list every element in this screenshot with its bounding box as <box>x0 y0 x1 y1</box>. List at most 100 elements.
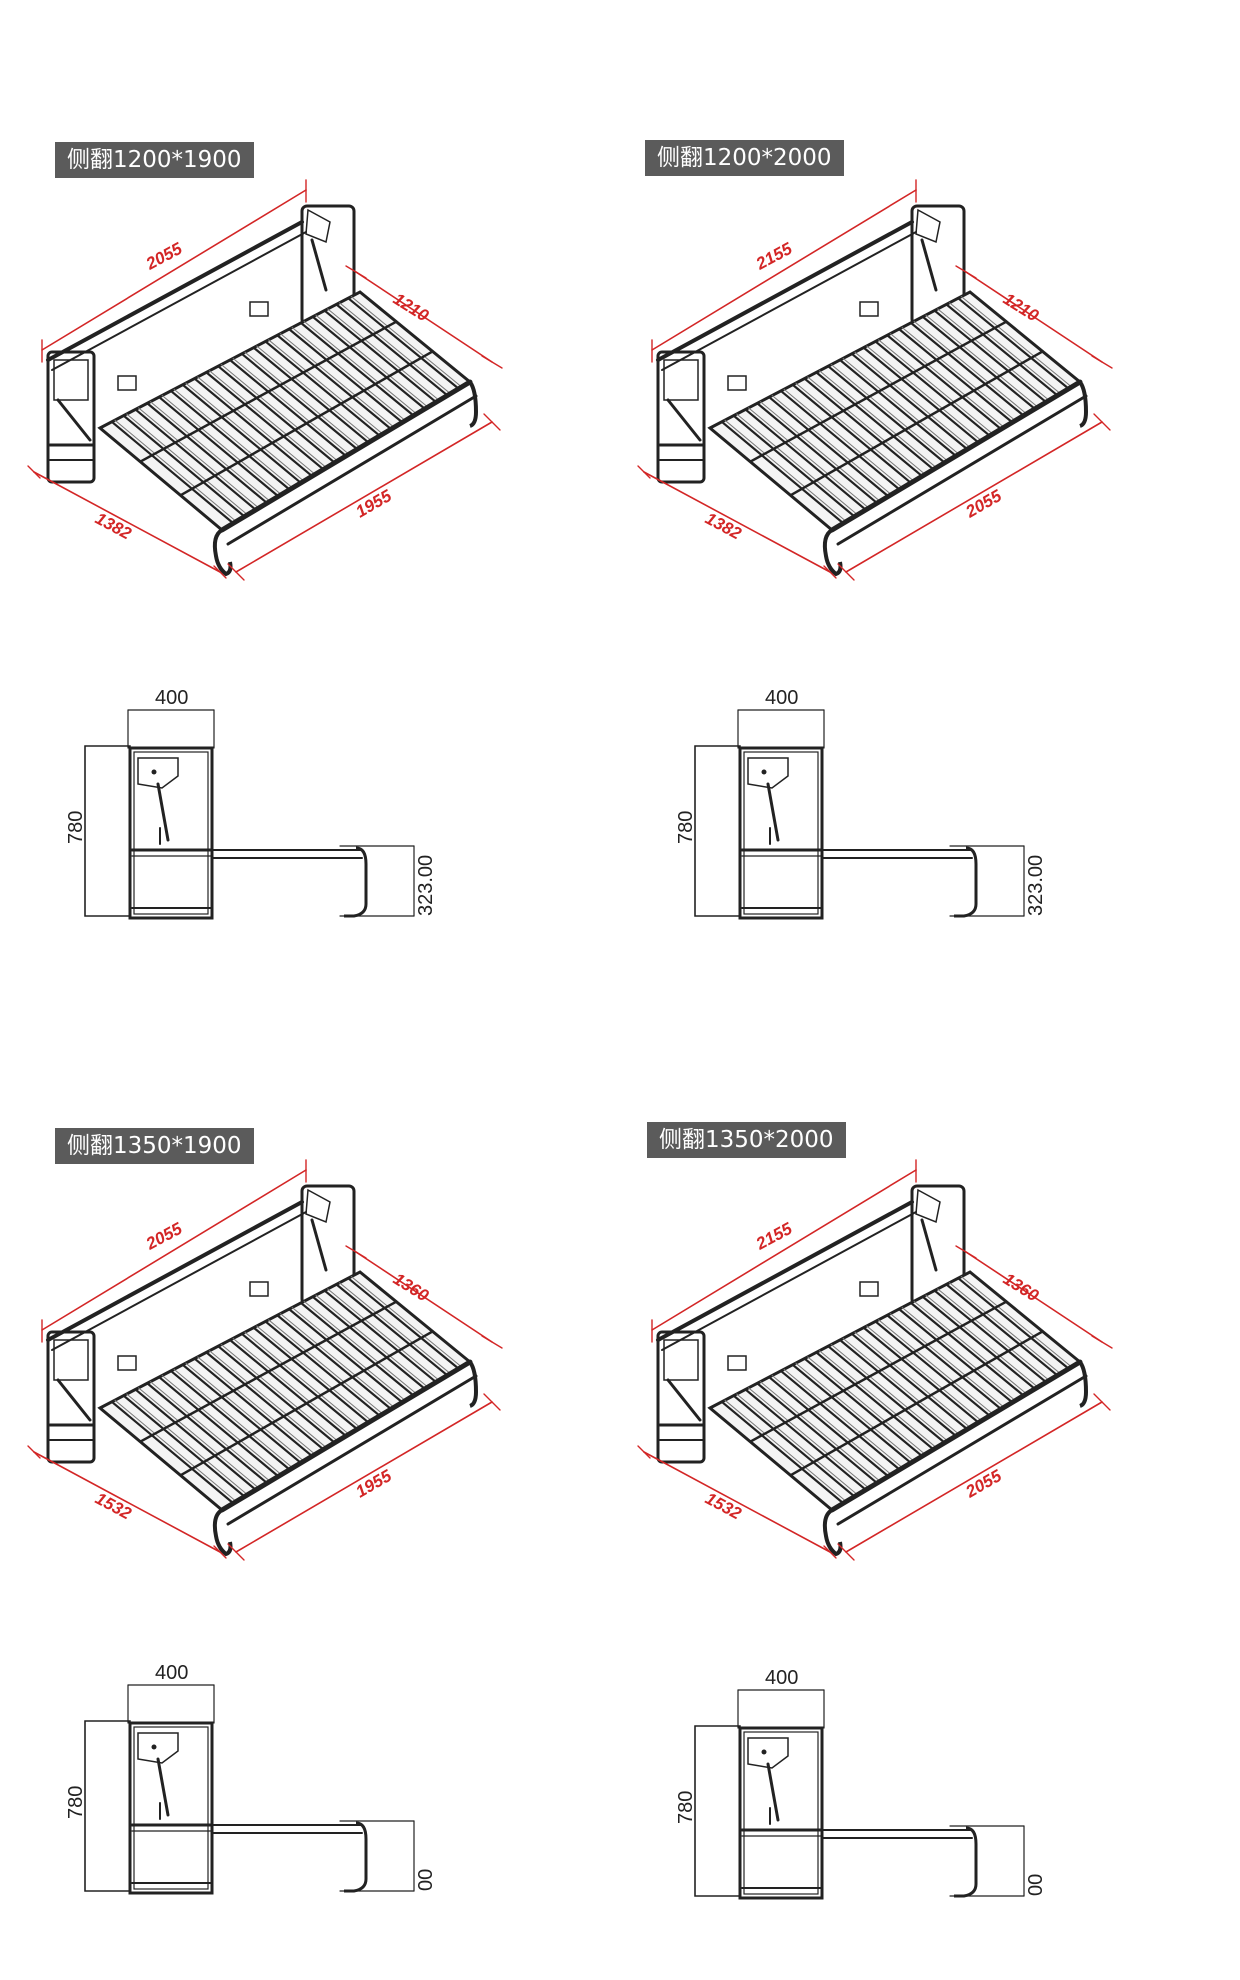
side-view <box>84 1720 368 1895</box>
slat <box>803 1357 924 1458</box>
slat-edge <box>220 1344 339 1442</box>
dim-label-top: 400 <box>765 1667 798 1689</box>
dim-tick <box>1093 1393 1111 1411</box>
dim-tick <box>345 265 367 279</box>
front-rail-lower <box>836 1374 1088 1526</box>
slat <box>850 352 969 451</box>
slat <box>299 1301 415 1397</box>
support-beam <box>179 1330 434 1477</box>
slat <box>862 1326 980 1424</box>
slat-edge <box>185 1362 305 1462</box>
foot-leg-left <box>822 528 843 577</box>
slat-edge <box>913 1300 1028 1395</box>
slat <box>252 346 370 444</box>
slat-edge <box>960 1276 1073 1368</box>
slat <box>909 1301 1025 1397</box>
dim-tick <box>481 355 503 369</box>
back-tab <box>249 301 269 317</box>
cabinet-inner <box>133 751 209 915</box>
left-gas-strut <box>666 1378 702 1422</box>
dim-label-right: 323.00 <box>1025 855 1047 916</box>
slat <box>252 1326 370 1424</box>
foot-leg-right <box>1078 380 1089 428</box>
slat <box>803 377 924 478</box>
dim-tick <box>27 465 41 479</box>
right-hinge-plate <box>915 208 941 244</box>
bed-frame <box>656 1184 966 1464</box>
top-back-rail-inner <box>661 1211 917 1351</box>
wall-depth-box <box>84 745 131 917</box>
left-gas-strut <box>56 398 92 442</box>
slat <box>827 1345 946 1444</box>
left-head-post <box>46 350 96 484</box>
slat-edge <box>866 1325 983 1422</box>
slat-edge <box>736 1393 859 1496</box>
hinge-plate <box>137 757 179 789</box>
slat <box>276 334 393 431</box>
support-beam <box>789 1330 1044 1477</box>
cabinet-inner <box>743 1731 819 1895</box>
slat-edge <box>138 407 260 509</box>
dim-line-length-top <box>41 1169 307 1331</box>
foot-leg-left <box>212 1508 233 1557</box>
slat-edge <box>795 382 915 482</box>
top-back-rail <box>46 220 304 362</box>
dim-label-right: 00 <box>415 1869 437 1891</box>
foot-leg-right <box>1078 1360 1089 1408</box>
slat-edge <box>268 339 384 435</box>
cabinet-frame <box>128 1721 214 1895</box>
slat-edge <box>854 1331 971 1428</box>
slat <box>134 408 257 511</box>
front-rail <box>219 1359 473 1513</box>
dim-line-width-right <box>355 271 493 363</box>
bed-frame <box>656 204 966 484</box>
slat <box>335 303 449 397</box>
slat <box>957 1277 1070 1370</box>
slat-edge <box>818 1350 937 1449</box>
slat-edge <box>327 308 440 401</box>
cabinet-inner <box>743 751 819 915</box>
dim-tick <box>955 265 977 279</box>
right-hinge-plate <box>305 208 331 244</box>
hinge-plate <box>747 1737 789 1769</box>
slat-edge <box>303 320 418 415</box>
dim-tick <box>227 1543 245 1561</box>
diagram-title: 侧翻1200*2000 <box>645 140 844 176</box>
slat-edge <box>759 1381 881 1482</box>
slat-edge <box>901 1306 1016 1402</box>
slat <box>205 1351 325 1451</box>
dim-tick <box>213 1545 227 1559</box>
hinge-plate <box>137 1732 179 1764</box>
slat-edge <box>724 419 847 522</box>
slats <box>110 296 463 525</box>
dim-label-height: 780 <box>65 1786 87 1819</box>
dim-line-depth-left <box>33 1451 221 1553</box>
wall-depth-box <box>694 1725 741 1897</box>
foot-leg <box>344 846 368 918</box>
slat <box>897 327 1014 424</box>
slat-edge <box>149 401 271 502</box>
foot-leg-left <box>212 528 233 577</box>
left-gas-strut <box>666 398 702 442</box>
slat-edge <box>279 333 395 428</box>
back-tab <box>117 375 137 391</box>
slat <box>217 365 336 464</box>
slat <box>815 371 935 471</box>
slat <box>886 334 1003 431</box>
slat-edge <box>878 339 994 435</box>
slat <box>874 340 991 437</box>
back-tab <box>249 1281 269 1297</box>
slat-edge <box>807 1356 926 1455</box>
slat <box>756 402 879 505</box>
dim-label-length-top: 2055 <box>142 1219 186 1254</box>
slat <box>779 389 901 491</box>
slat-edge <box>771 394 892 496</box>
slat <box>228 358 348 458</box>
slats <box>720 1276 1073 1505</box>
slat-edge <box>759 401 881 502</box>
slat <box>228 1338 348 1438</box>
dim-line-length-bottom <box>845 421 1103 573</box>
slat-edge <box>948 1282 1061 1375</box>
